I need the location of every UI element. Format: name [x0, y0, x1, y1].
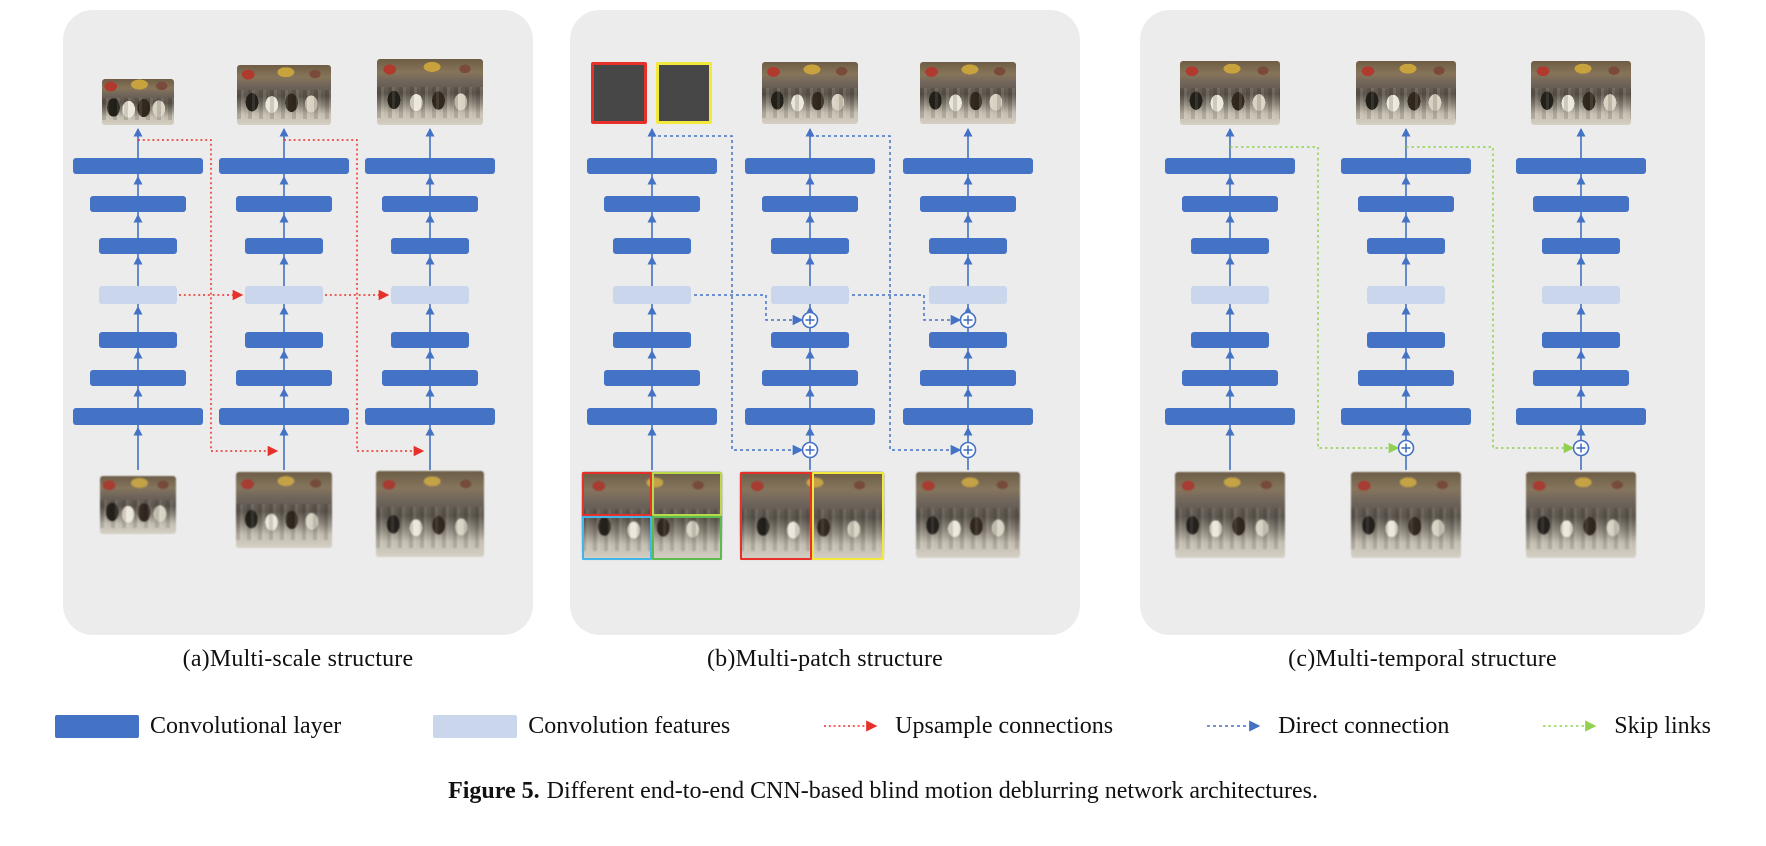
direct-connection-line [694, 294, 804, 326]
circle-plus-icon [801, 441, 819, 459]
legend-item-upsample: Upsample connections [822, 713, 1113, 740]
blurred-input-image [100, 476, 176, 534]
circle-plus-icon [959, 441, 977, 459]
blue-dotted-arrow-icon [1207, 720, 1261, 732]
network-column [1164, 127, 1296, 471]
blurred-input-image [1175, 472, 1285, 558]
network-column [586, 127, 718, 471]
legend-item-conv-features: Convolution features [433, 713, 730, 740]
network-column [902, 127, 1034, 471]
legend-label: Convolution features [528, 712, 731, 739]
circle-plus-icon [959, 311, 977, 329]
blurred-input-image [376, 471, 484, 557]
legend-label: Skip links [1614, 712, 1711, 739]
patch-border-blue [582, 516, 652, 560]
network-column [1515, 127, 1647, 471]
output-image [1531, 61, 1631, 125]
panel-caption-b: (b)Multi-patch structure [706, 646, 944, 672]
patch-border-red [740, 472, 812, 560]
circle-plus-icon [1572, 439, 1590, 457]
panel-multi-patch [570, 10, 1080, 635]
skip-link-line [1230, 146, 1400, 454]
panel-multi-temporal [1140, 10, 1705, 635]
panel-caption-c: (c)Multi-temporal structure [1288, 646, 1557, 672]
feature-patch-yellow [656, 62, 712, 124]
blurred-input-image [916, 472, 1020, 558]
network-column [218, 127, 350, 471]
multi-scale-diagram [72, 127, 496, 471]
panel-caption-a: (a)Multi-scale structure [182, 646, 414, 672]
output-image [1180, 61, 1280, 125]
figure-caption-text: Different end-to-end CNN-based blind mot… [546, 778, 1318, 804]
legend-label: Upsample connections [895, 712, 1114, 739]
panel-multi-scale [63, 10, 533, 635]
patch-border-yellowgreen [652, 472, 722, 516]
skip-link-line [1406, 146, 1575, 454]
direct-connection-line [810, 135, 962, 456]
direct-connection-line [852, 294, 962, 326]
multi-patch-diagram [586, 127, 1034, 471]
patch-border-red [582, 472, 652, 516]
network-column [1340, 127, 1472, 471]
figure-caption: Figure 5.Different end-to-end CNN-based … [0, 778, 1766, 805]
patch-border-yellow [812, 472, 884, 560]
multi-temporal-diagram [1164, 127, 1647, 471]
direct-connection-line [652, 135, 804, 456]
output-image [762, 62, 858, 124]
blurred-input-image [1526, 472, 1636, 558]
conv-features-swatch [433, 714, 518, 738]
conv-layer-swatch [55, 714, 139, 738]
legend-item-direct: Direct connection [1205, 713, 1449, 740]
legend-label: Direct connection [1278, 712, 1450, 739]
legend: Convolutional layer Convolution features… [55, 706, 1711, 746]
red-dotted-arrow-icon [824, 720, 878, 732]
blurred-input-image [236, 472, 332, 548]
feature-patch-red [591, 62, 647, 124]
output-image [237, 65, 331, 125]
output-image [1356, 61, 1456, 125]
figure-number-label: Figure 5. [448, 778, 540, 804]
blurred-input-image [1351, 472, 1461, 558]
output-image [102, 79, 174, 125]
network-column [364, 127, 496, 471]
network-column [72, 127, 204, 471]
legend-item-skip: Skip links [1541, 713, 1711, 740]
network-column [744, 127, 876, 471]
output-image [377, 59, 483, 125]
legend-label: Convolutional layer [150, 712, 342, 739]
green-dotted-arrow-icon [1543, 720, 1597, 732]
circle-plus-icon [1397, 439, 1415, 457]
output-image [920, 62, 1016, 124]
patch-border-green [652, 516, 722, 560]
legend-item-conv-layer: Convolutional layer [55, 713, 341, 740]
circle-plus-icon [801, 311, 819, 329]
